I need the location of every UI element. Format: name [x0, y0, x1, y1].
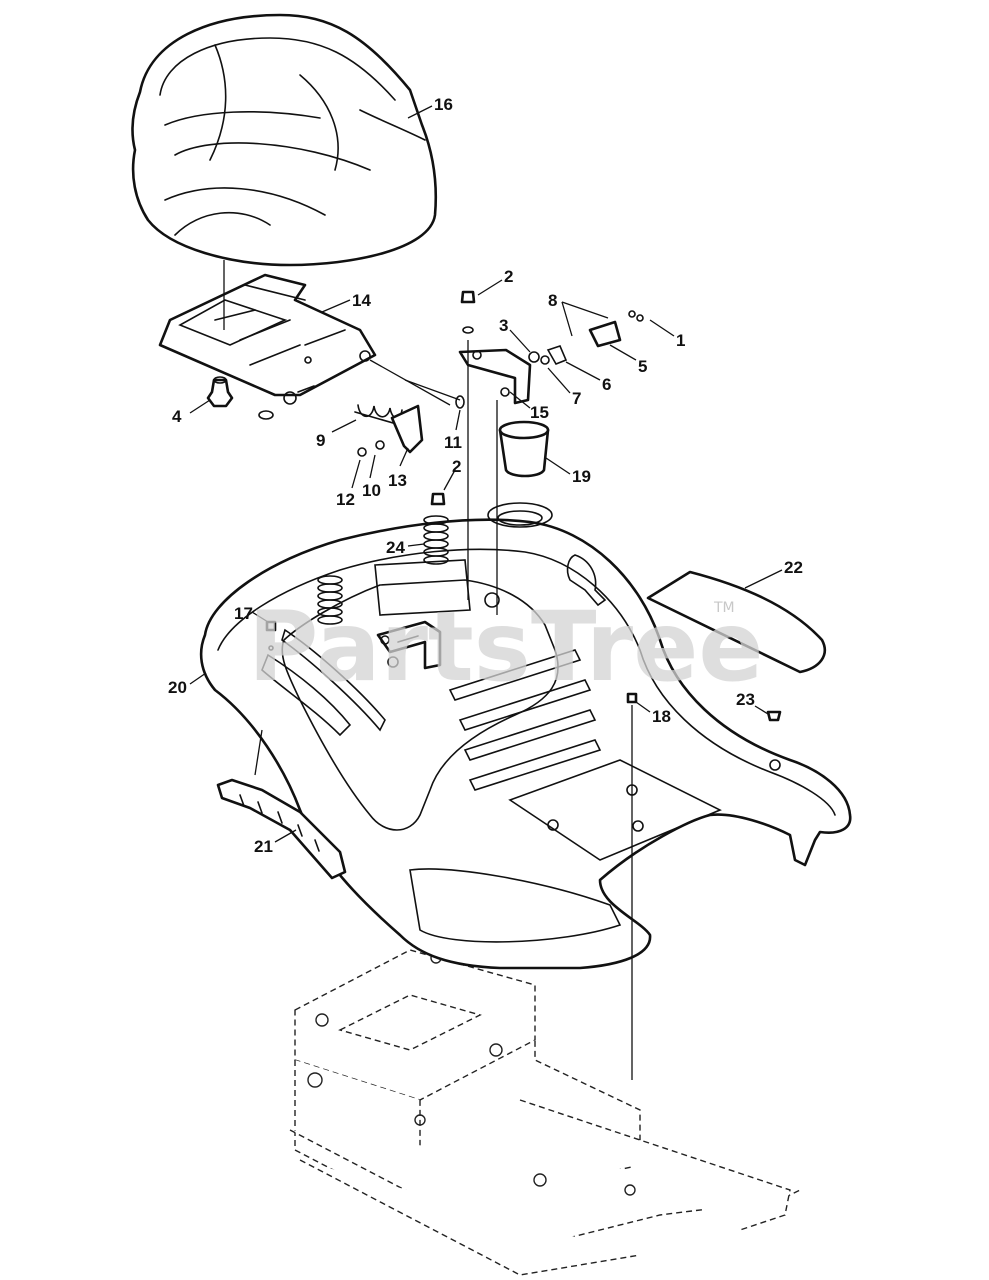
callout-20[interactable]: 20 [168, 678, 187, 697]
footrest-pad [646, 570, 827, 674]
grommet [498, 420, 550, 478]
callout-14[interactable]: 14 [352, 291, 371, 310]
seat-adjust-knob [206, 376, 234, 408]
seat-bracket [458, 310, 644, 405]
callout-10[interactable]: 10 [362, 481, 381, 500]
seat-springs [317, 515, 449, 625]
bolts [430, 290, 476, 506]
tractor-frame [289, 949, 801, 1276]
callout-17[interactable]: 17 [234, 604, 253, 623]
watermark-text: PartsTree [248, 591, 763, 703]
callout-6[interactable]: 6 [602, 375, 611, 394]
seat-pan [158, 273, 377, 405]
callout-1[interactable]: 1 [676, 331, 685, 350]
callout-4[interactable]: 4 [172, 407, 182, 426]
callout-9[interactable]: 9 [316, 431, 325, 450]
callout-24[interactable]: 24 [386, 538, 405, 557]
fender-deck [199, 502, 852, 970]
callout-21[interactable]: 21 [254, 837, 273, 856]
watermark: PartsTree TM [248, 591, 763, 703]
seat [131, 13, 438, 267]
spring-left [317, 575, 343, 625]
callout-3[interactable]: 3 [499, 316, 508, 335]
callout-23[interactable]: 23 [736, 690, 755, 709]
deck-bracket [376, 620, 442, 670]
assembly-guidelines [223, 260, 633, 1080]
callout-2-lower[interactable]: 2 [452, 457, 461, 476]
callouts: 1 2 2 3 4 5 6 7 8 9 10 11 12 13 14 15 [168, 95, 803, 856]
callout-16[interactable]: 16 [434, 95, 453, 114]
callout-22[interactable]: 22 [784, 558, 803, 577]
callout-7[interactable]: 7 [572, 389, 581, 408]
callout-13[interactable]: 13 [388, 471, 407, 490]
callout-12[interactable]: 12 [336, 490, 355, 509]
pan-bolt [258, 385, 315, 420]
callout-8[interactable]: 8 [548, 291, 557, 310]
callout-19[interactable]: 19 [572, 467, 591, 486]
callout-5[interactable]: 5 [638, 357, 647, 376]
watermark-trademark: TM [713, 600, 735, 616]
spring-latch-assembly [354, 395, 465, 457]
support-strip [216, 778, 347, 880]
callout-15[interactable]: 15 [530, 403, 549, 422]
callout-18[interactable]: 18 [652, 707, 671, 726]
callout-2-top[interactable]: 2 [504, 267, 513, 286]
callout-11[interactable]: 11 [444, 433, 462, 452]
